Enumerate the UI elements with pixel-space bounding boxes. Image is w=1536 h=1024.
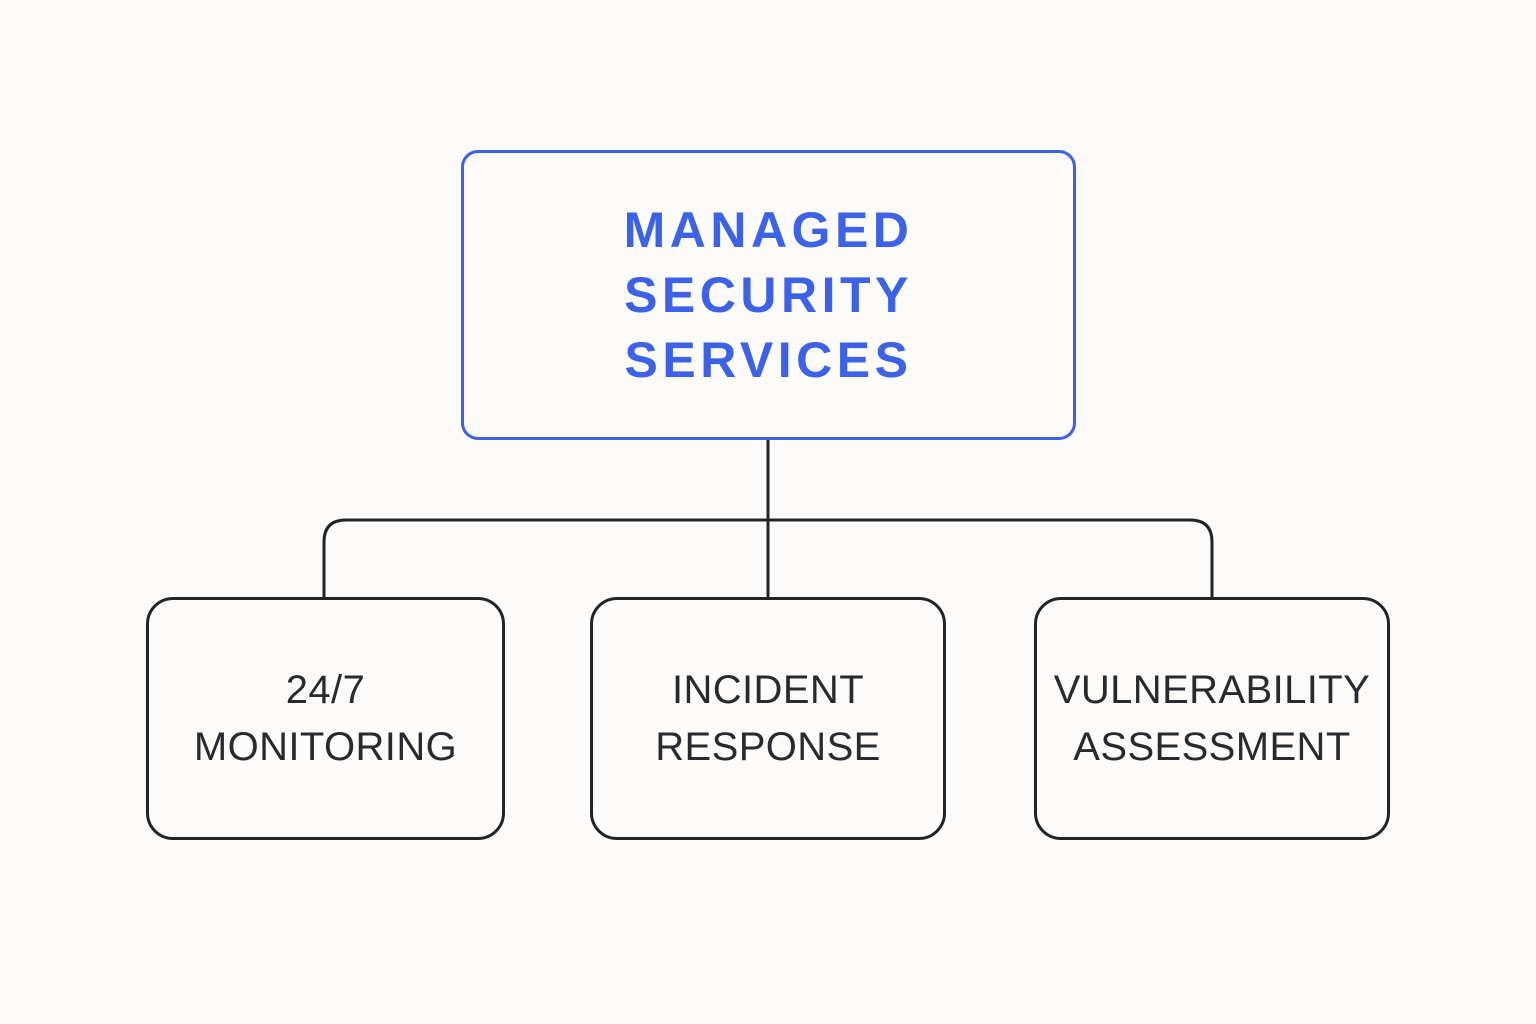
node-incident-response[interactable]: INCIDENT RESPONSE bbox=[590, 597, 946, 840]
node-managed-security-services[interactable]: MANAGED SECURITY SERVICES bbox=[461, 150, 1076, 440]
node-monitoring-label: 24/7 MONITORING bbox=[193, 667, 458, 769]
node-incident-response-label: INCIDENT RESPONSE bbox=[655, 667, 881, 769]
connector-bus-right bbox=[768, 518, 1214, 597]
node-vulnerability-assessment[interactable]: VULNERABILITY ASSESSMENT bbox=[1034, 597, 1390, 840]
connector-bus-left bbox=[322, 518, 768, 597]
node-monitoring[interactable]: 24/7 MONITORING bbox=[146, 597, 505, 840]
node-vulnerability-assessment-label: VULNERABILITY ASSESSMENT bbox=[1053, 667, 1371, 769]
node-root-label: MANAGED SECURITY SERVICES bbox=[623, 201, 914, 388]
